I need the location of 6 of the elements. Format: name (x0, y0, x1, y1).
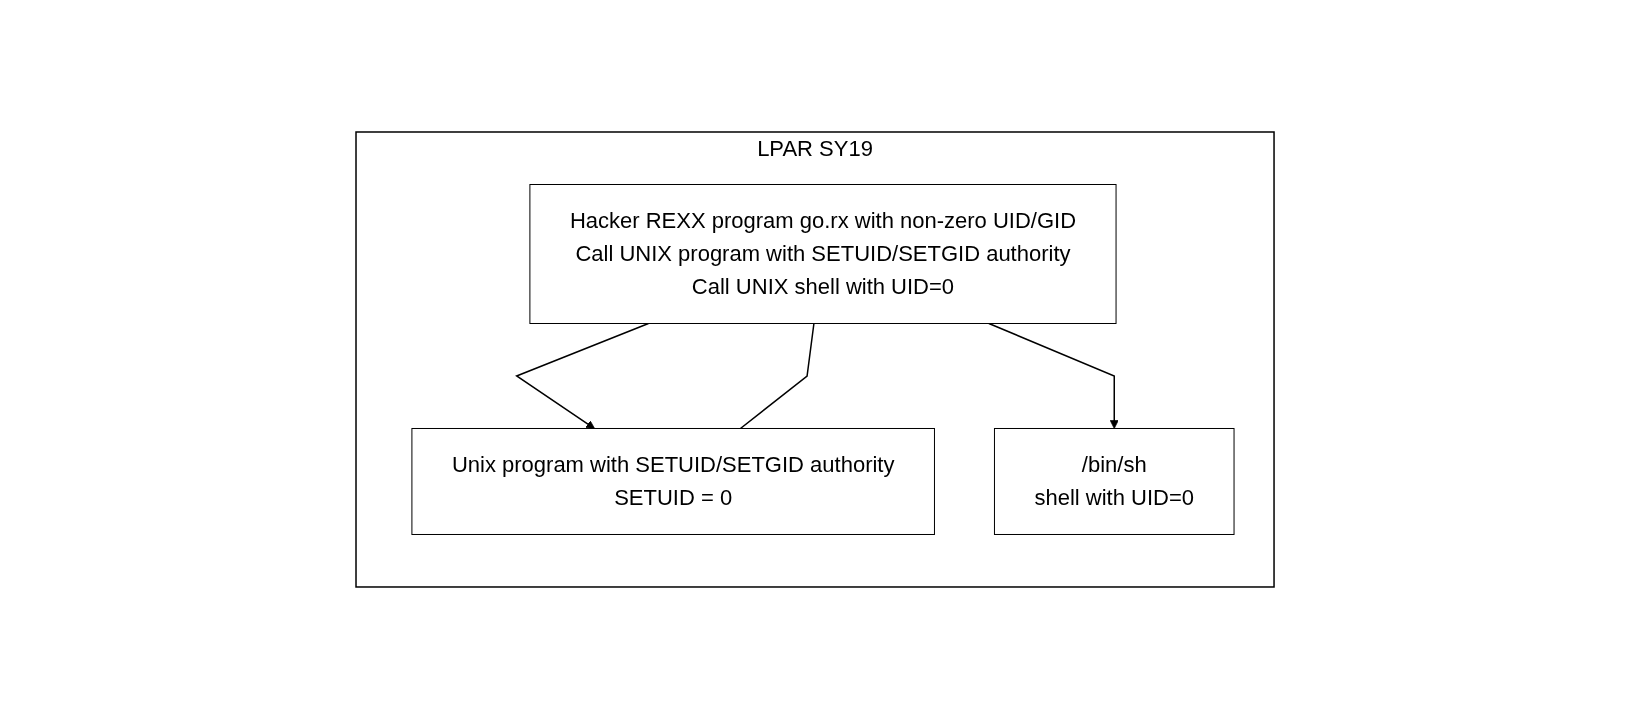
node-box: Hacker REXX program go.rx with non-zero UID/GID Call UNIX program with SETUID/SETGID authority Call UNIX shell with UID=0 (529, 183, 1117, 324)
node-box: Unix program with SETUID/SETGID authority SETUID = 0 (411, 427, 935, 535)
arrow (515, 322, 650, 429)
arrow (988, 322, 1119, 429)
node-box: /bin/sh shell with UID=0 (993, 427, 1235, 535)
connector (739, 322, 815, 429)
